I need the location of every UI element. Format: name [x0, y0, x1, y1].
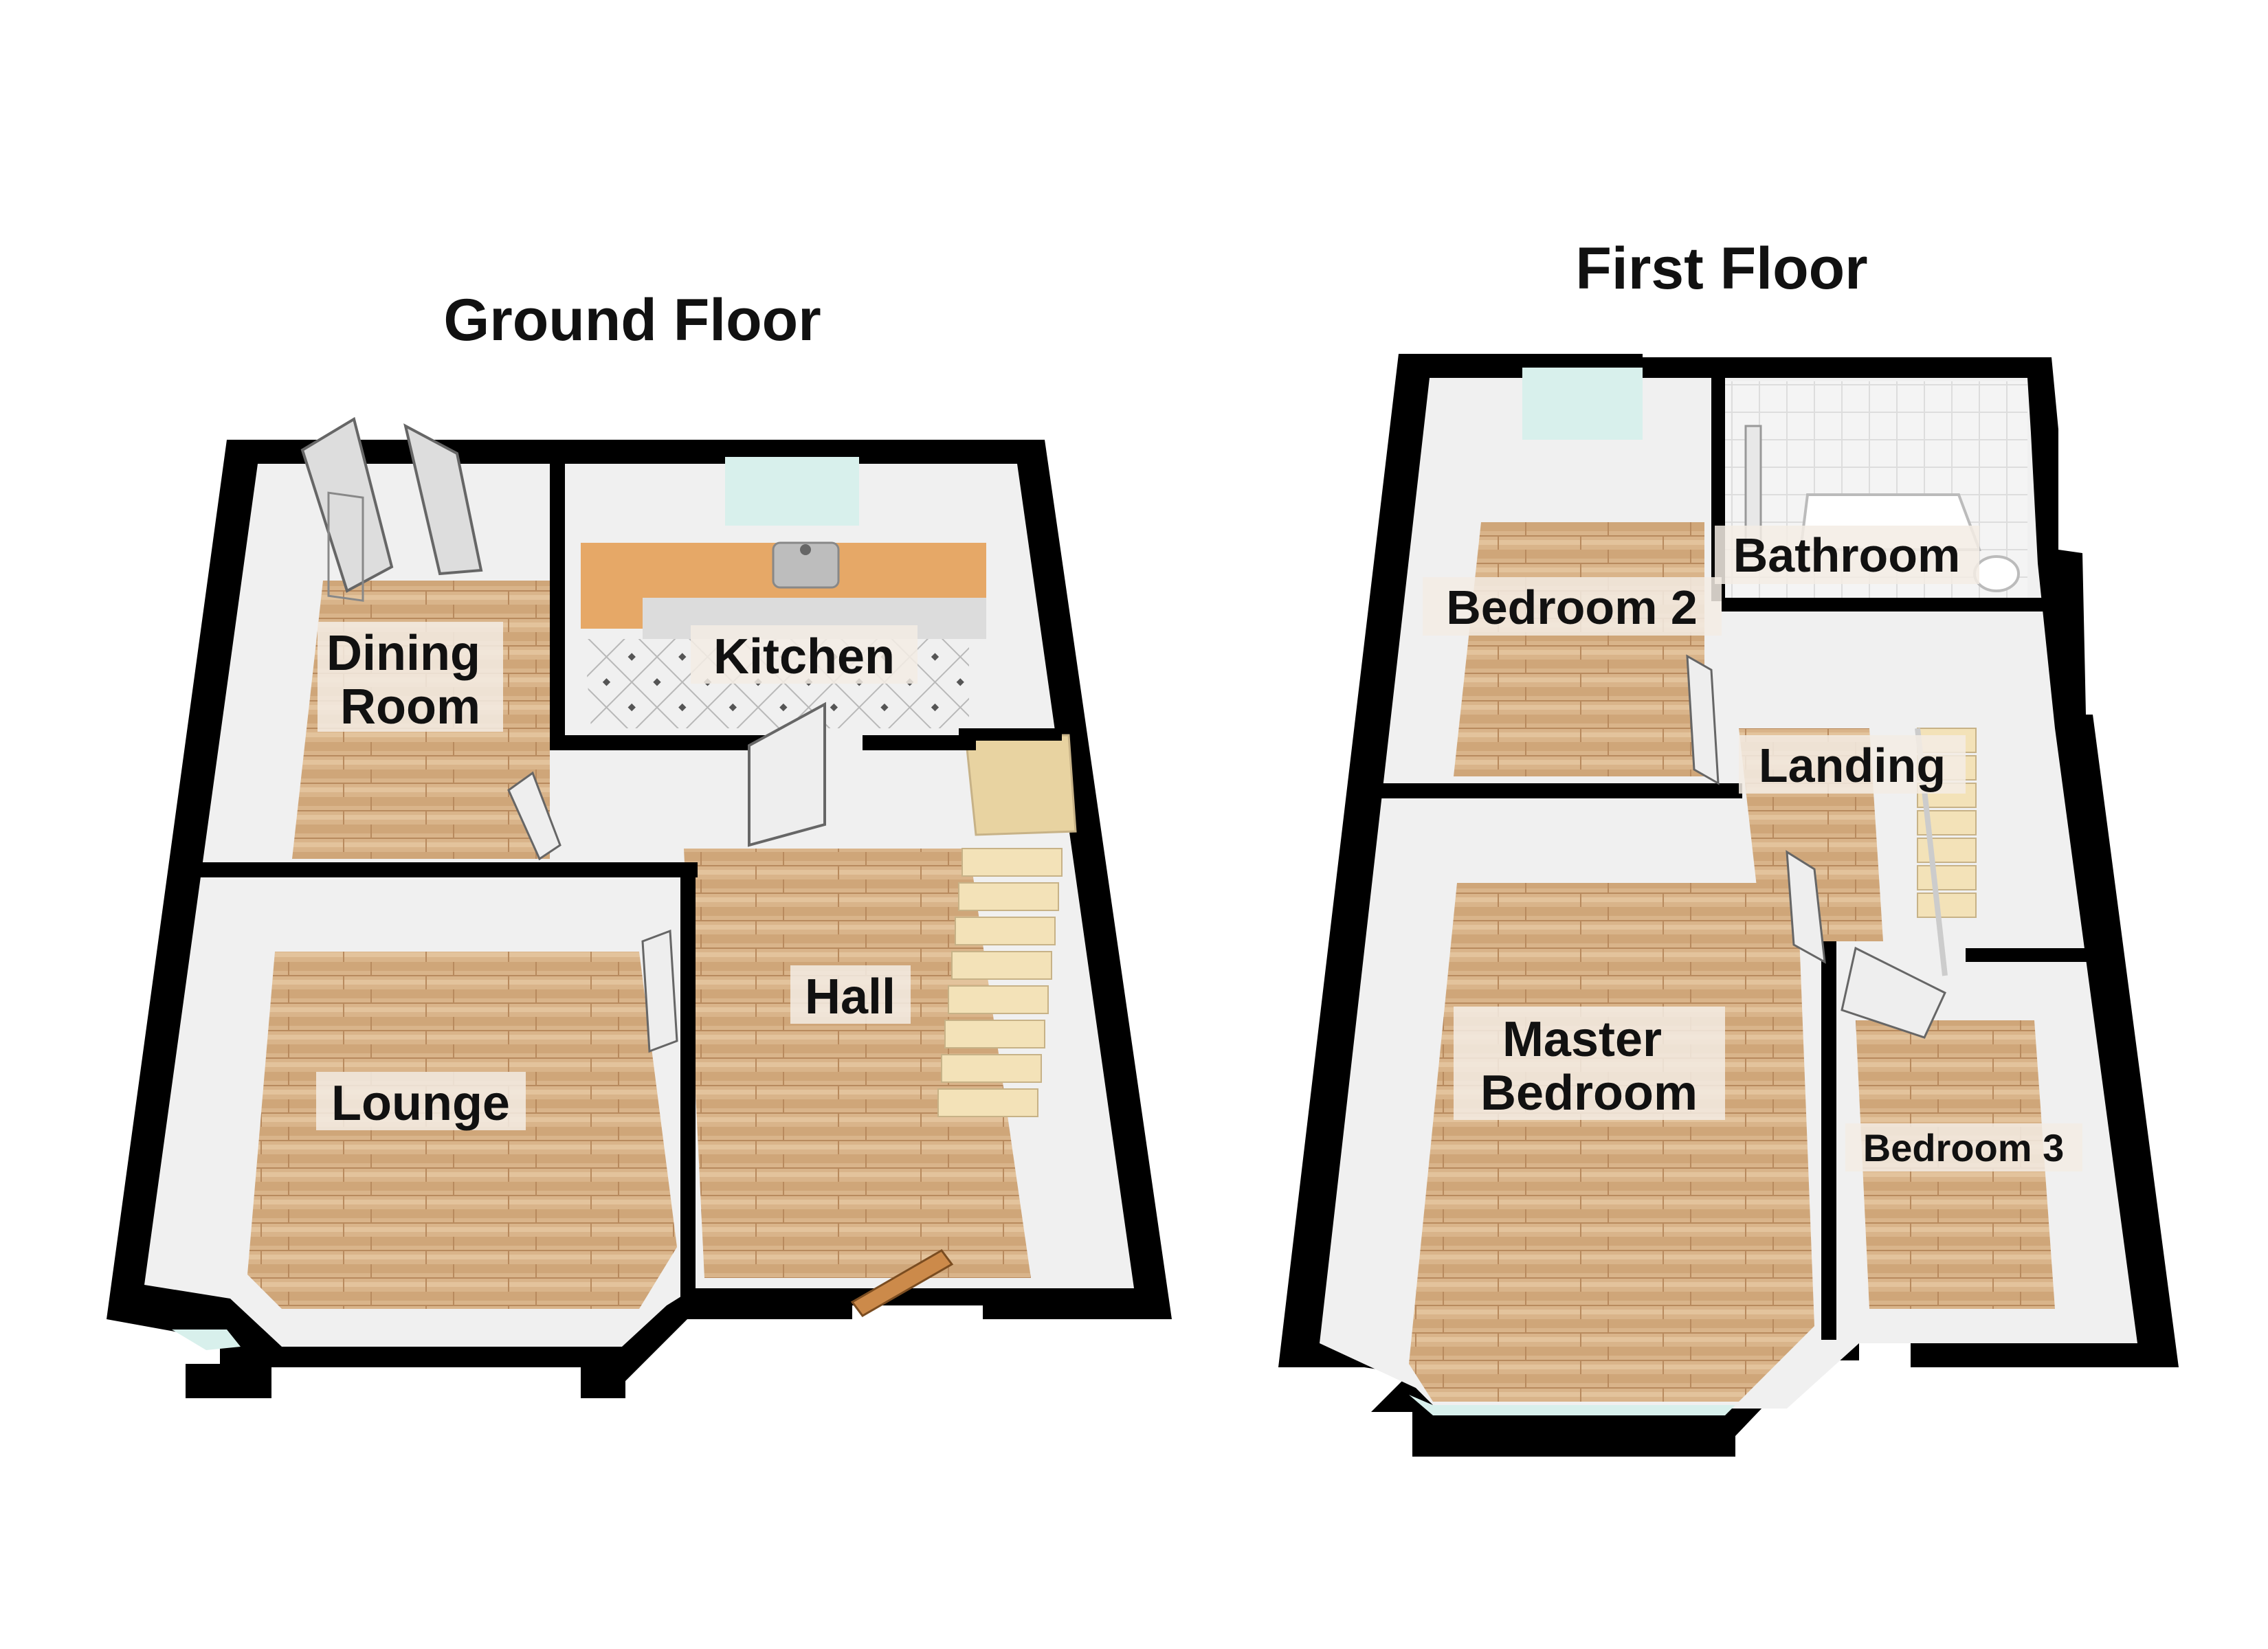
bedroom-2-label: Bedroom 2	[1446, 581, 1698, 634]
landing-label: Landing	[1759, 739, 1946, 792]
bedroom-3-label: Bedroom 3	[1863, 1126, 2065, 1169]
dining-kitchen-wall	[550, 460, 565, 749]
dining-door[interactable]	[507, 771, 562, 861]
master-bedroom-door[interactable]	[1786, 850, 1826, 964]
master-bedroom-label: Master Bedroom	[1480, 1012, 1698, 1121]
lounge-bay-window	[172, 1330, 241, 1350]
ground-floor-plan	[107, 416, 1172, 1398]
master-landing-wall	[1821, 941, 1836, 1340]
bathroom-landing-wall	[1722, 598, 2065, 612]
front-door[interactable]	[850, 1249, 954, 1317]
bedroom-2-door[interactable]	[1686, 654, 1720, 785]
sink-icon	[772, 541, 840, 589]
ground-staircase	[937, 734, 1077, 1117]
kitchen-right-wall-cap	[959, 728, 1062, 741]
bedroom-2-window	[1522, 368, 1643, 440]
kitchen-door[interactable]	[748, 702, 826, 847]
master-bedroom-floor	[1409, 883, 1814, 1402]
kitchen-hall-wall-left	[550, 735, 770, 750]
master-bay-window	[1409, 1395, 1735, 1415]
patio-doors[interactable]	[300, 416, 483, 602]
hall-label: Hall	[805, 969, 896, 1024]
kitchen-window	[725, 457, 859, 526]
lounge-hall-wall	[680, 862, 696, 1309]
kitchen-label: Kitchen	[713, 629, 895, 684]
dining-lounge-wall	[196, 862, 698, 877]
landing-label-bg	[1739, 735, 1966, 794]
first-floor-title: First Floor	[1575, 236, 1867, 302]
toilet-icon	[1973, 555, 2020, 592]
bedroom2-master-wall	[1350, 783, 1742, 798]
ground-floor-title: Ground Floor	[443, 287, 821, 353]
bedroom3-top-wall	[1966, 948, 2093, 962]
bedroom-3-label-bg	[1845, 1123, 2082, 1171]
tap-icon	[800, 544, 811, 555]
bedroom-2-label-bg	[1423, 577, 1722, 636]
kitchen-hall-wall-right	[863, 735, 976, 750]
lounge-label: Lounge	[331, 1076, 510, 1131]
hall-floor	[684, 849, 1031, 1278]
dining-room-label: Dining Room	[326, 626, 494, 734]
hall-label-bg	[790, 965, 911, 1024]
master-label-bg	[1454, 1007, 1725, 1120]
lounge-door[interactable]	[641, 929, 678, 1053]
lounge-label-bg	[316, 1072, 526, 1130]
first-floor-plan	[1278, 354, 2179, 1457]
dining-label-bg	[318, 622, 503, 732]
bathroom-label: Bathroom	[1733, 528, 1961, 582]
bedroom-2-floor	[1454, 522, 1704, 776]
kitchen-label-bg	[691, 625, 918, 684]
bedroom-3-door[interactable]	[1841, 946, 1946, 1039]
bathroom-label-bg	[1715, 526, 1979, 584]
